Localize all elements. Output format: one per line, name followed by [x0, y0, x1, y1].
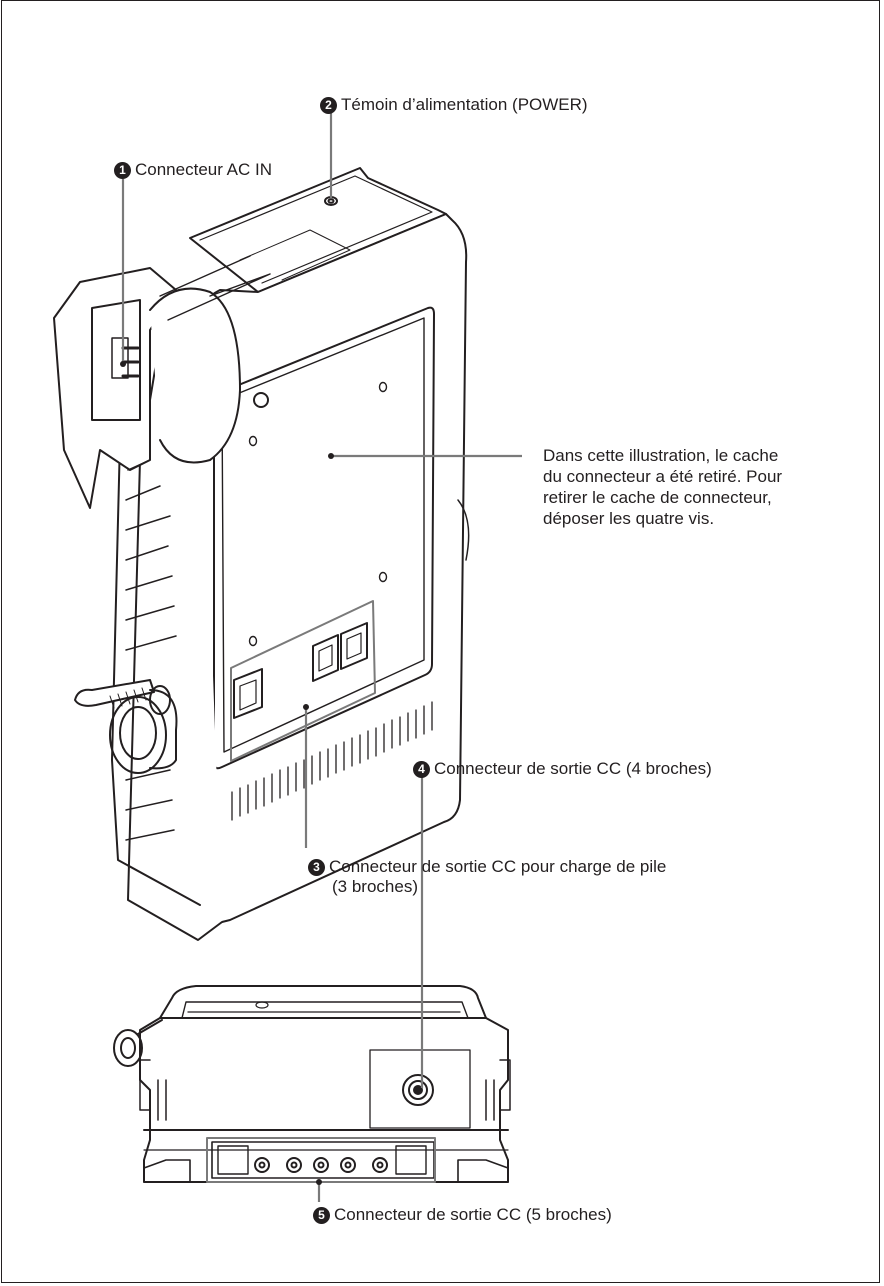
- callout-number-1: 1: [114, 162, 131, 179]
- leader-lines: [121, 112, 522, 1202]
- note-line: déposer les quatre vis.: [543, 509, 715, 528]
- callout-label-battery-charge-connector: Connecteur de sortie CC pour charge de p…: [329, 857, 667, 876]
- connector-highlight-3pin: [230, 600, 376, 762]
- callout-number-2: 2: [320, 97, 337, 114]
- note-line: Dans cette illustration, le cache: [543, 446, 779, 465]
- callout-number-5: 5: [313, 1207, 330, 1224]
- note-line: retirer le cache de connecteur,: [543, 488, 772, 507]
- callout-label-dc-out-4pin: Connecteur de sortie CC (4 broches): [434, 759, 712, 778]
- callout-label-power-indicator: Témoin d’alimentation (POWER): [341, 95, 588, 114]
- cover-removed-note: Dans cette illustration, le cache du con…: [543, 445, 863, 529]
- callout-label-ac-in: Connecteur AC IN: [135, 160, 273, 179]
- callout-label-battery-charge-pins: (3 broches): [332, 877, 418, 896]
- callout-number-3: 3: [308, 859, 325, 876]
- callout-label-dc-out-5pin: Connecteur de sortie CC (5 broches): [334, 1205, 612, 1224]
- adaptor-perspective-drawing: [53, 167, 470, 941]
- note-line: du connecteur a été retiré. Pour: [543, 467, 783, 486]
- callout-number-4: 4: [413, 761, 430, 778]
- adaptor-rear-drawing: [113, 985, 511, 1183]
